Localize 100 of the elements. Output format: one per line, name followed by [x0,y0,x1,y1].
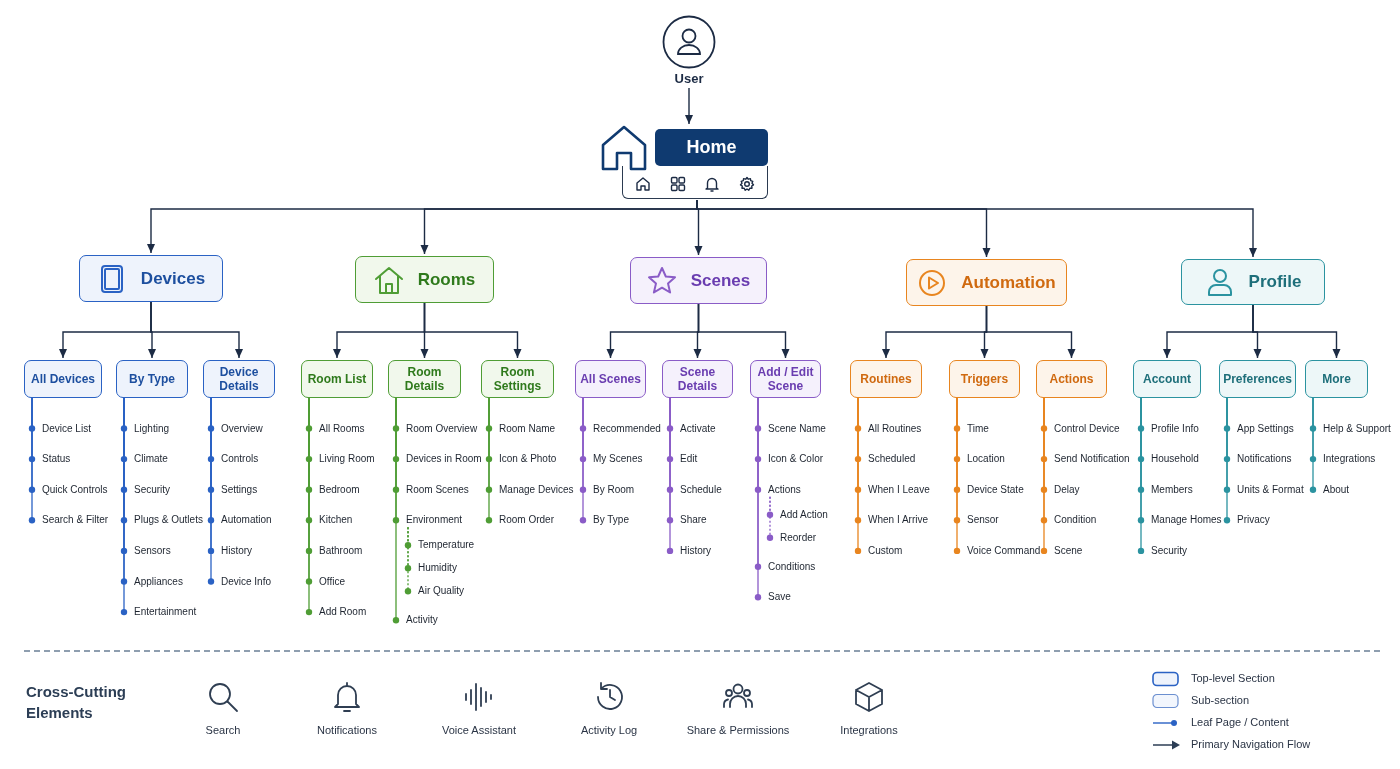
leaf-page-label: Automation [221,514,272,526]
leaf-page-label: Search & Filter [42,514,109,526]
leaf-page-label: Devices in Room [406,453,482,465]
leaf-page-label: App Settings [1237,422,1294,434]
leaf-page-label: Manage Homes [1151,514,1222,526]
leaf-page-label: Recommended [593,422,661,434]
leaf-page-label: Entertainment [134,606,197,618]
feature-label: Voice Assistant [441,724,517,736]
leaf-page-label: Condition [1054,514,1097,526]
leaf-page-label: Edit [680,453,698,465]
leaf-page-label: Quick Controls [42,483,108,495]
leaf-connector [854,397,862,555]
leaf-connector [754,397,762,601]
subsection-box [850,360,922,398]
subsection-title: Routines [860,372,912,386]
leaf-page-label: Kitchen [319,514,353,526]
leaf-page-label: Climate [134,453,168,465]
leaf-page-label: Activity [406,614,438,626]
leaf-page-label: Device State [967,483,1024,495]
section-title: Scenes [690,270,751,291]
section-box [630,257,767,304]
leaf-page-label: By Type [593,514,629,526]
leaf-page-label: About [1323,483,1350,495]
subsection-box [388,360,461,398]
leaf-page-label: Send Notification [1054,453,1130,465]
leaf-page-label: Lighting [134,422,170,434]
home-title: Home [686,137,737,158]
leaf-page-label: Bedroom [319,483,360,495]
user-label: User [673,71,705,86]
leaf-page-label: Time [967,422,989,434]
leaf-page-label: Notifications [1237,453,1292,465]
leaf-page-label: Integrations [1323,453,1376,465]
feature-label: Activity Log [579,724,639,736]
leaf-page-label: Activate [680,422,716,434]
leaf-page-label: History [221,544,253,556]
subsection-box [116,360,188,398]
leaf-page-label: Add Action [780,508,828,520]
legend-label: Leaf Page / Content [1191,716,1289,728]
dashed-leaf-connector [404,526,412,595]
leaf-page-label: Reorder [780,531,817,543]
subsection-box [662,360,733,398]
subsection-box [301,360,373,398]
leaf-page-label: Location [967,453,1005,465]
section-box [79,255,223,302]
subsection-title: Device Details [218,365,260,393]
leaf-connector [1223,397,1231,524]
leaf-page-label: Security [134,483,171,495]
leaf-page-label: Room Overview [406,422,478,434]
navigation-arrow [985,305,1076,359]
feature-label: Notifications [316,724,378,736]
section-box [906,259,1067,306]
subsection-box [1133,360,1201,398]
leaf-page-label: Settings [221,483,258,495]
leaf-page-label: Room Order [499,514,554,526]
subsection-title: Add / Edit Scene [756,365,815,393]
leaf-page-label: Icon & Color [768,453,824,465]
leaf-connector [207,397,215,585]
leaf-page-label: Bathroom [319,544,363,556]
leaf-page-label: Sensors [134,544,171,556]
leaf-page-label: Help & Support [1323,422,1391,434]
leaf-page-label: Units & Format [1237,483,1304,495]
subsection-box [750,360,821,398]
leaf-connector [1137,397,1145,555]
leaf-page-label: Actions [768,483,801,495]
leaf-page-label: Icon & Photo [499,453,557,465]
subsection-title: All Scenes [580,372,641,386]
leaf-page-label: Device List [42,422,91,434]
feature-label: Integrations [839,724,899,736]
leaf-page-label: Environment [406,514,463,526]
leaf-connector [1040,397,1048,555]
leaf-page-label: Members [1151,483,1193,495]
subsection-title: More [1322,372,1351,386]
leaf-page-label: Save [768,591,791,603]
section-title: Automation [961,272,1056,293]
leaf-page-label: Controls [221,453,259,465]
leaf-page-label: Security [1151,544,1188,556]
leaf-page-label: Scene Name [768,422,826,434]
feature-label: Search [204,724,242,736]
leaf-page-label: Household [1151,453,1199,465]
dashed-leaf-connector [766,496,774,541]
leaf-page-label: All Routines [868,422,922,434]
leaf-connector [392,397,400,624]
subsection-title: Account [1143,372,1191,386]
subsection-box [203,360,275,398]
leaf-connector [953,397,961,555]
leaf-page-label: History [680,544,712,556]
subsection-title: Room Details [403,365,446,393]
subsection-title: All Devices [30,372,95,386]
leaf-page-label: Office [319,575,345,587]
subsection-title: By Type [129,372,175,386]
leaf-page-label: When I Leave [868,483,930,495]
navigation-arrow [696,199,1257,258]
leaf-page-label: Plugs & Outlets [134,514,203,526]
subsection-title: Preferences [1223,372,1292,386]
section-heading: Cross-Cutting Elements [26,682,127,723]
subsection-title: Room List [307,372,367,386]
leaf-page-label: Room Scenes [406,483,469,495]
leaf-page-label: Device Info [221,575,272,587]
navigation-arrow [150,301,243,359]
leaf-page-label: By Room [593,483,635,495]
